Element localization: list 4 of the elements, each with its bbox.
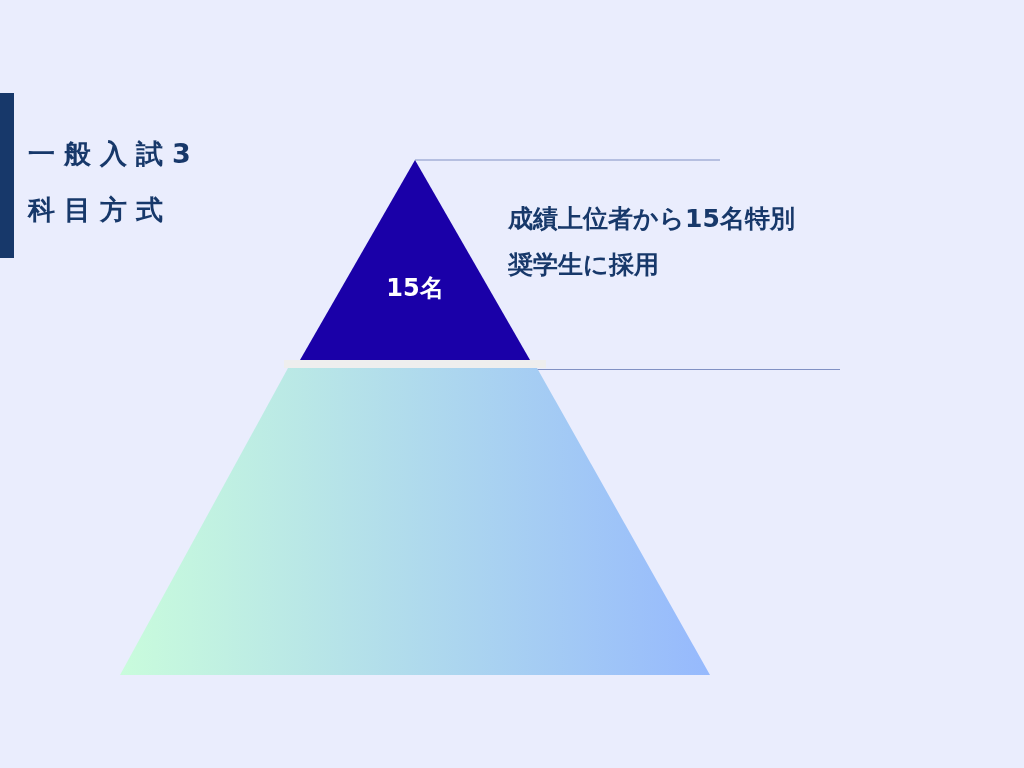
note-text: 成績上位者から15名特別奨学生に採用 — [508, 203, 796, 281]
trapezoid-segment — [120, 368, 710, 675]
count-label: 15名 — [385, 273, 445, 304]
heading-text: 一般入試3科目方式 — [28, 137, 201, 227]
